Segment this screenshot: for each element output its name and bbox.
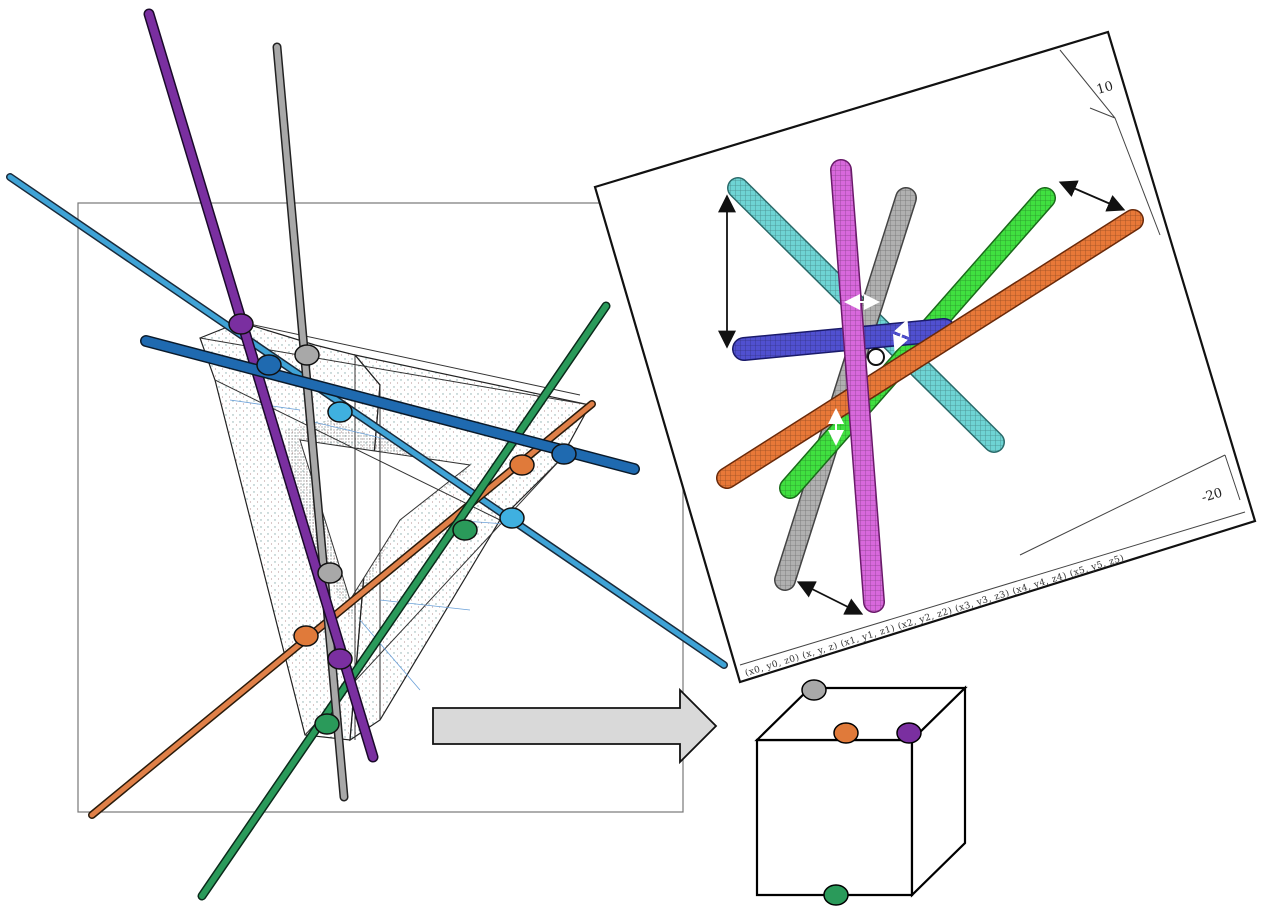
distance-arrow <box>1058 180 1126 212</box>
tube-magenta <box>830 159 885 613</box>
contact-point-orange <box>293 625 319 647</box>
contact-point-blue <box>551 443 577 465</box>
transform-arrow <box>432 687 718 765</box>
rod-blue <box>140 335 640 475</box>
inset-center-point <box>867 348 885 366</box>
contact-point-cyan <box>327 401 353 423</box>
contact-point-gray <box>294 344 320 366</box>
tube-orange <box>716 209 1144 489</box>
cube-point-green <box>823 884 849 906</box>
contact-point-orange <box>509 454 535 476</box>
rod-cyan <box>6 173 728 669</box>
main-panel <box>6 8 728 901</box>
contact-point-cyan <box>499 507 525 529</box>
contact-point-blue <box>256 354 282 376</box>
contact-points <box>228 313 577 735</box>
distance-arrow <box>796 581 864 615</box>
distance-arrows-white <box>828 294 909 446</box>
contact-point-purple <box>327 648 353 670</box>
inset-axis-lines <box>739 49 1246 666</box>
contact-point-gray <box>317 562 343 584</box>
frame-edges <box>199 321 591 740</box>
cube-point-gray <box>801 679 827 701</box>
cube-point-orange <box>833 722 859 744</box>
tube-gray <box>774 187 917 591</box>
contact-point-green <box>452 519 478 541</box>
rod-gray <box>272 42 349 802</box>
distance-arrow <box>893 319 909 352</box>
cube-front-face <box>755 738 914 897</box>
distance-arrows-black <box>718 180 1126 615</box>
contact-point-green <box>314 713 340 735</box>
contact-point-purple <box>228 313 254 335</box>
cube-point-purple <box>896 722 922 744</box>
inset-tick-bottom: -20 <box>1200 486 1224 506</box>
rod-purple <box>143 8 379 763</box>
inset-tick-top: 10 <box>1095 79 1115 98</box>
cube-side-face <box>910 685 967 898</box>
rod-orange <box>88 400 596 819</box>
cube-diagram <box>754 679 968 906</box>
rod-green <box>197 301 611 901</box>
inset-plot: 10 -20 (x0, y0, z0) (x, y, z) (x1, y1, z… <box>593 30 1257 684</box>
